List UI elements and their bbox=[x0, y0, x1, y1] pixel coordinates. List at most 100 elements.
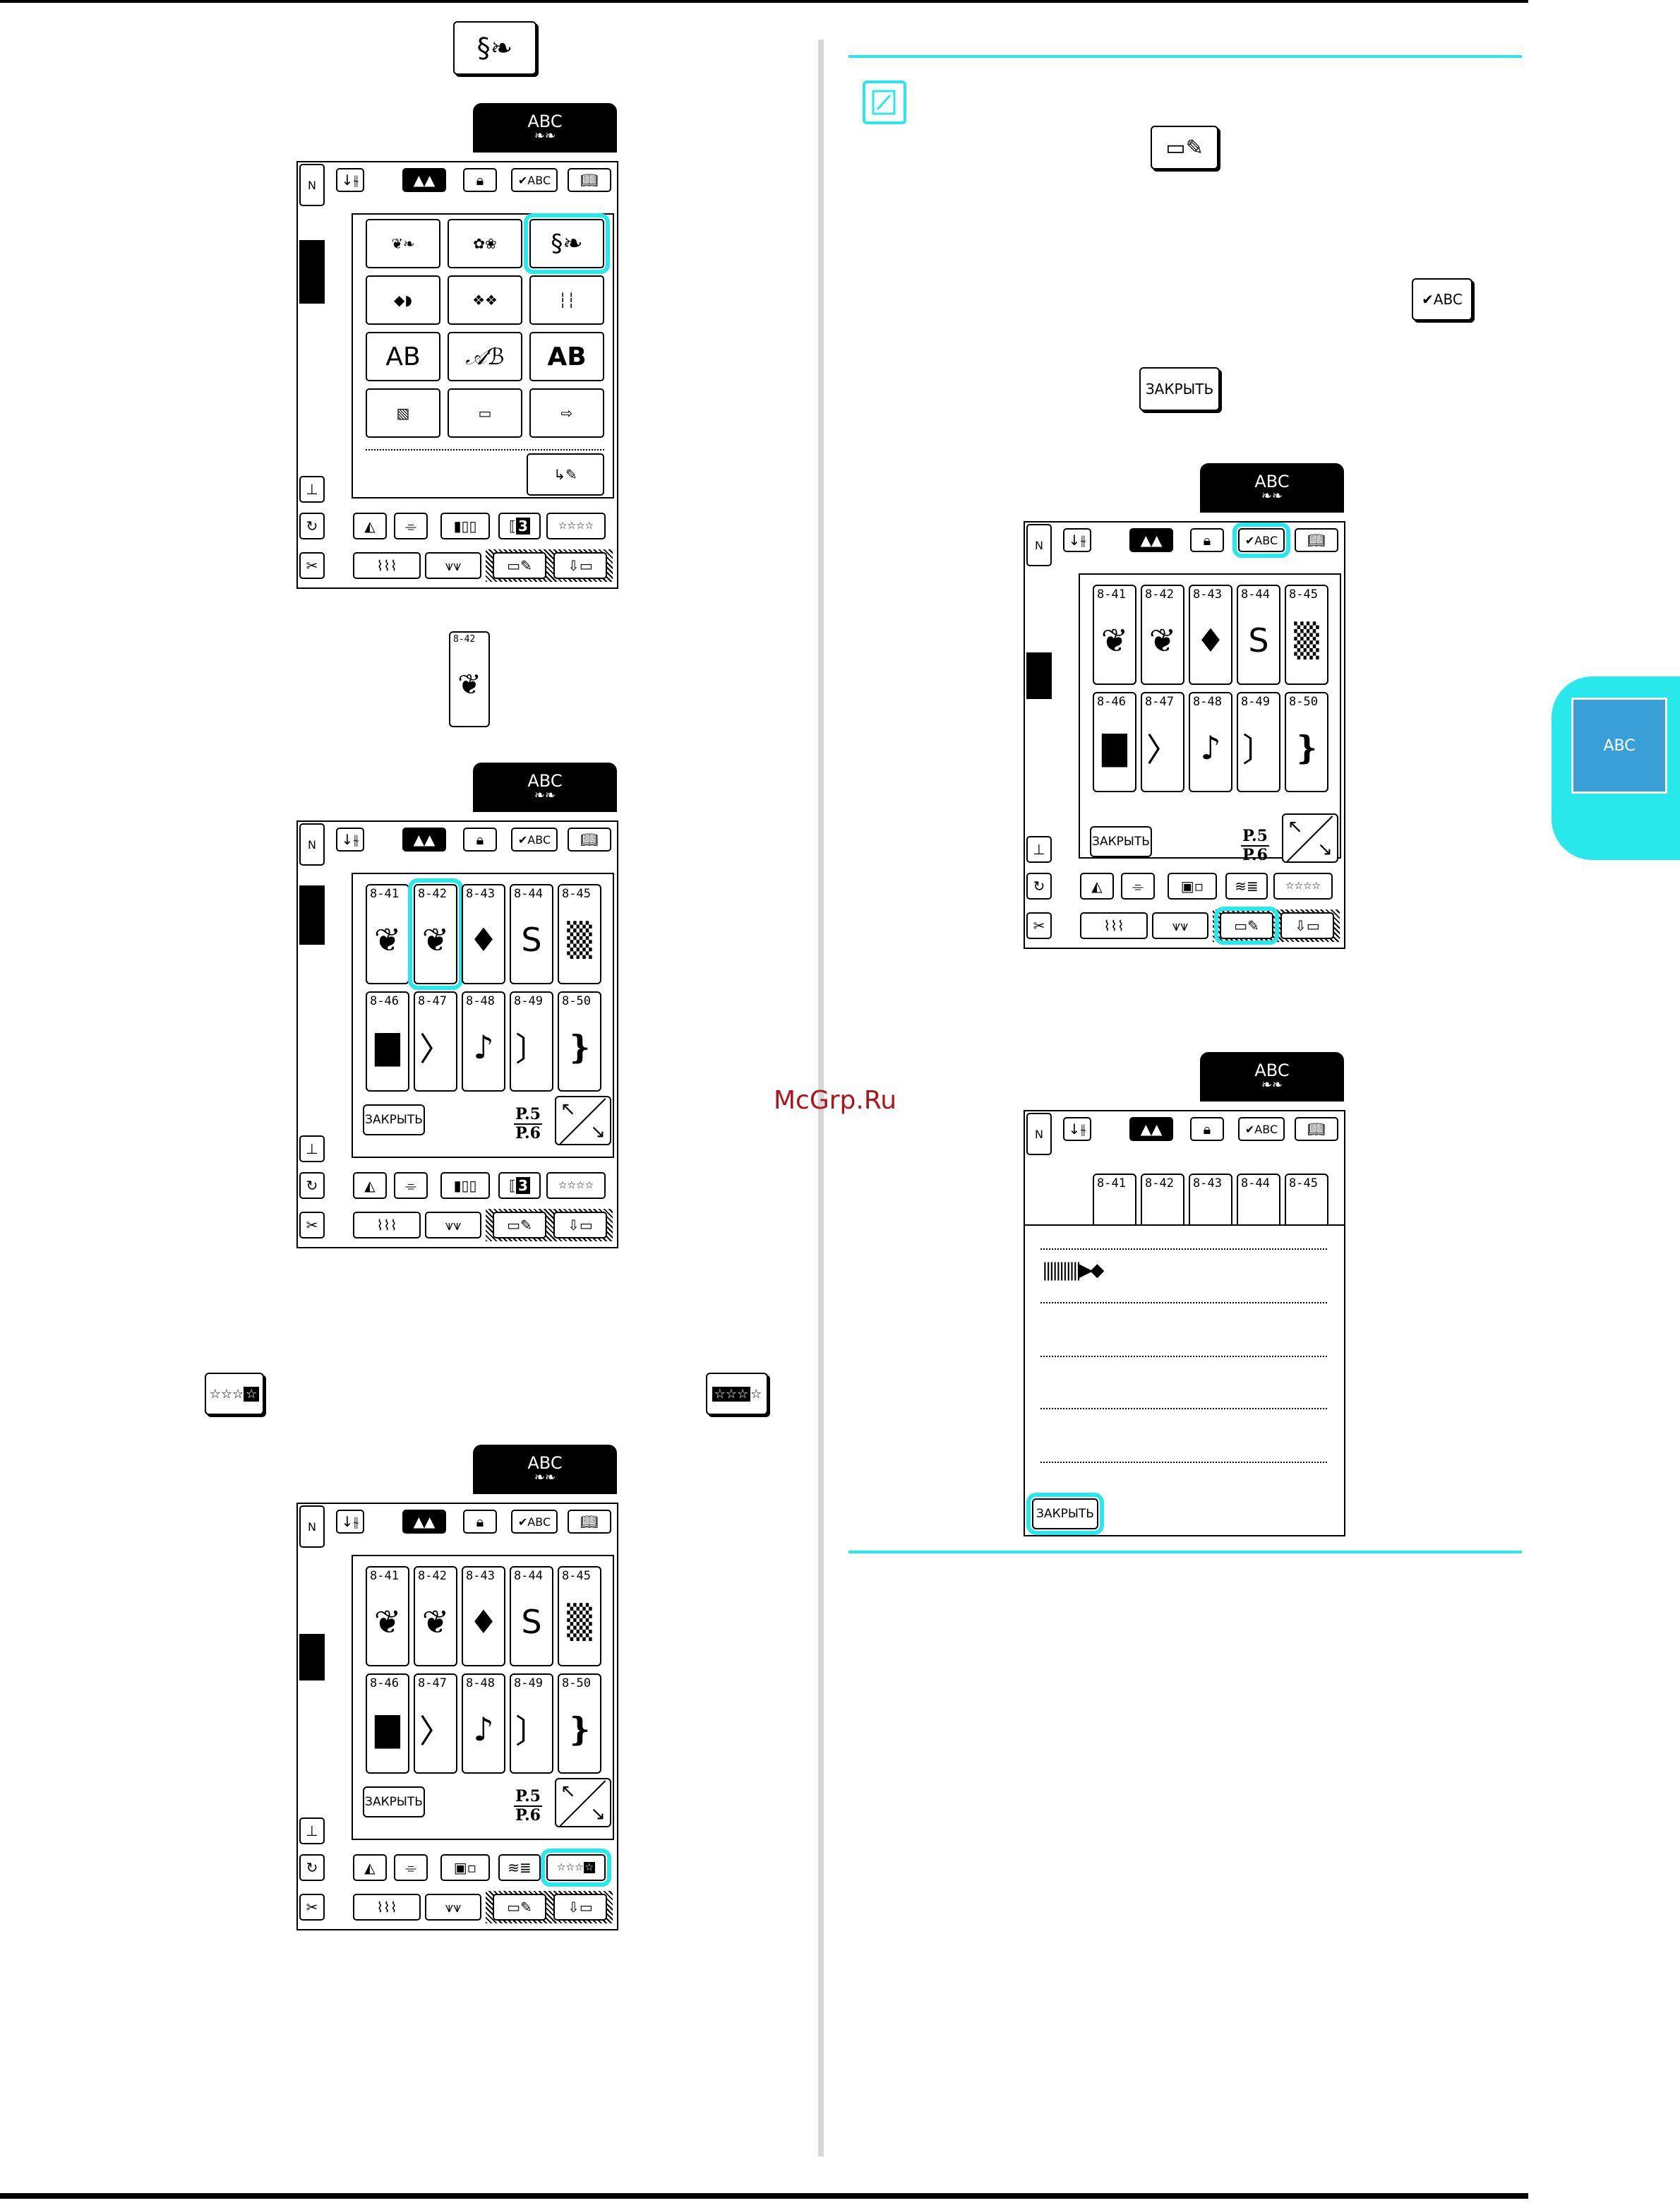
mirror-horizontal-button[interactable]: ⌯ bbox=[394, 513, 428, 539]
pattern-8-46[interactable]: 8-46▇ bbox=[366, 1673, 409, 1774]
lock-button[interactable]: 🔒︎ bbox=[1190, 528, 1224, 552]
check-abc-button[interactable]: ✔ABC bbox=[511, 1510, 558, 1534]
save-button[interactable]: ⇩▭ bbox=[553, 552, 607, 579]
category-button[interactable]: AB bbox=[529, 332, 604, 381]
save-button[interactable]: ⇩▭ bbox=[553, 1894, 607, 1921]
save-button[interactable]: ⇩▭ bbox=[553, 1212, 607, 1238]
mirror-button[interactable]: ◭ bbox=[353, 1854, 387, 1881]
scissors-button[interactable]: ✂ bbox=[1026, 912, 1052, 939]
pattern-8-42[interactable]: 8-42❦ bbox=[408, 878, 463, 990]
pattern-8-48[interactable]: 8-48♪ bbox=[462, 1673, 505, 1774]
pattern-8-45[interactable]: 8-45▒ bbox=[1285, 585, 1328, 685]
stitch-button[interactable]: ⌇⌇⌇ bbox=[353, 1894, 421, 1921]
memory-button[interactable]: ▭✎ bbox=[493, 1894, 546, 1921]
needle-button[interactable]: ↓⫳ bbox=[1063, 528, 1091, 552]
check-abc-button[interactable]: ✔ABC bbox=[511, 828, 558, 852]
category-button[interactable]: 𝒜ℬ bbox=[448, 332, 522, 381]
needle-button[interactable]: ↓⫳ bbox=[336, 168, 364, 192]
category-button[interactable]: ◆◗ bbox=[366, 275, 440, 325]
check-abc-button-selected[interactable]: ✔ABC bbox=[1232, 523, 1290, 558]
reverse-button[interactable]: ↻ bbox=[1026, 873, 1052, 900]
needle-mode-button[interactable]: ▮▯▯ bbox=[440, 513, 490, 539]
tension-button[interactable]: ⩛⩛ bbox=[425, 1212, 481, 1238]
reverse-button[interactable]: ↻ bbox=[299, 513, 325, 539]
pattern-8-41[interactable]: 8-41❦ bbox=[366, 1566, 409, 1666]
check-abc-button[interactable]: ✔ABC bbox=[1238, 1117, 1285, 1141]
pattern-8-42[interactable]: 8-42❦ bbox=[1141, 585, 1184, 685]
presser-foot-button[interactable]: N bbox=[299, 823, 325, 866]
reverse-button[interactable]: ↻ bbox=[299, 1854, 325, 1881]
pattern-8-49[interactable]: 8-49〕 bbox=[510, 1673, 553, 1774]
tension-button[interactable]: ⩛⩛ bbox=[425, 1894, 481, 1921]
needle-mode-button[interactable]: ▮▯▯ bbox=[440, 1172, 490, 1199]
presser-foot-button[interactable]: N bbox=[299, 1505, 325, 1548]
book-button[interactable]: 📖︎ bbox=[568, 1510, 611, 1534]
mode-button[interactable]: ▲▲ bbox=[402, 1510, 446, 1534]
presser-foot-lift-button[interactable]: ⊥ bbox=[1026, 836, 1052, 863]
needle-button[interactable]: ↓⫳ bbox=[336, 1510, 364, 1534]
page-arrow-button[interactable]: ↖↘ bbox=[1282, 813, 1338, 863]
reverse-button[interactable]: ↻ bbox=[299, 1172, 325, 1199]
pattern-8-50[interactable]: 8-50❵ bbox=[1285, 692, 1328, 792]
category-button[interactable]: ┆┆ bbox=[529, 275, 604, 325]
mirror-button[interactable]: ◭ bbox=[353, 1172, 387, 1199]
stitch-button[interactable]: ⌇⌇⌇ bbox=[353, 1212, 421, 1238]
presser-foot-button[interactable]: N bbox=[299, 164, 325, 206]
scissors-button[interactable]: ✂ bbox=[299, 552, 325, 579]
close-button-selected[interactable]: ЗАКРЫТЬ bbox=[1026, 1493, 1104, 1535]
lock-button[interactable]: 🔒︎ bbox=[463, 828, 497, 852]
pattern-8-48[interactable]: 8-48♪ bbox=[462, 991, 505, 1092]
scissors-button[interactable]: ✂ bbox=[299, 1212, 325, 1238]
lock-button[interactable]: 🔒︎ bbox=[463, 1510, 497, 1534]
presser-foot-lift-button[interactable]: ⊥ bbox=[299, 476, 325, 503]
check-abc-button[interactable]: ✔ABC bbox=[511, 168, 558, 192]
mirror-button[interactable]: ◭ bbox=[1080, 873, 1114, 900]
mode-button[interactable]: ▲▲ bbox=[402, 168, 446, 192]
pattern-8-46[interactable]: 8-46▇ bbox=[366, 991, 409, 1092]
lock-button[interactable]: 🔒︎ bbox=[463, 168, 497, 192]
presser-foot-lift-button[interactable]: ⊥ bbox=[299, 1817, 325, 1844]
mirror-horizontal-button[interactable]: ⌯ bbox=[394, 1854, 428, 1881]
pattern-8-45[interactable]: 8-45▒ bbox=[558, 1566, 601, 1666]
pattern-8-43[interactable]: 8-43♦ bbox=[462, 884, 505, 984]
book-button[interactable]: 📖︎ bbox=[568, 168, 611, 192]
category-button[interactable]: ▧ bbox=[366, 388, 440, 438]
needle-button[interactable]: ↓⫳ bbox=[1063, 1117, 1091, 1141]
pattern-8-49[interactable]: 8-49〕 bbox=[510, 991, 553, 1092]
book-button[interactable]: 📖︎ bbox=[1295, 528, 1338, 552]
pattern-8-41[interactable]: 8-41❦ bbox=[1093, 585, 1136, 685]
close-button[interactable]: ЗАКРЫТЬ bbox=[363, 1786, 425, 1817]
pattern-8-45[interactable]: 8-45▒ bbox=[558, 884, 601, 984]
close-button[interactable]: ЗАКРЫТЬ bbox=[363, 1104, 425, 1135]
pattern-8-43[interactable]: 8-43♦ bbox=[462, 1566, 505, 1666]
category-button[interactable]: AB bbox=[366, 332, 440, 381]
mode-button[interactable]: ▲▲ bbox=[1129, 1117, 1173, 1141]
pattern-8-47[interactable]: 8-47〉 bbox=[1141, 692, 1184, 792]
tension-button[interactable]: ⩛⩛ bbox=[425, 552, 481, 579]
pattern-8-50[interactable]: 8-50❵ bbox=[558, 991, 601, 1092]
mirror-horizontal-button[interactable]: ⌯ bbox=[394, 1172, 428, 1199]
presser-foot-button[interactable]: N bbox=[1026, 524, 1052, 566]
single-triple-button[interactable]: ☆☆☆☆ bbox=[1273, 873, 1333, 900]
pattern-8-43[interactable]: 8-43♦ bbox=[1189, 585, 1232, 685]
pattern-8-41[interactable]: 8-41❦ bbox=[366, 884, 409, 984]
presser-foot-lift-button[interactable]: ⊥ bbox=[299, 1135, 325, 1162]
memory-button[interactable]: ▭✎ bbox=[493, 552, 546, 579]
category-button[interactable]: ▭ bbox=[448, 388, 522, 438]
single-triple-button[interactable]: ☆☆☆☆ bbox=[546, 513, 606, 539]
mirror-horizontal-button[interactable]: ⌯ bbox=[1121, 873, 1155, 900]
category-button-selected[interactable]: §❧ bbox=[524, 213, 610, 274]
density-button[interactable]: ≋≣ bbox=[1225, 873, 1268, 900]
my-custom-stitch-button[interactable]: ↳✎ bbox=[527, 453, 604, 496]
category-button[interactable]: ✿❀ bbox=[448, 219, 522, 268]
book-button[interactable]: 📖︎ bbox=[568, 828, 611, 852]
pattern-8-47[interactable]: 8-47〉 bbox=[414, 1673, 457, 1774]
page-arrow-button[interactable]: ↖↘ bbox=[555, 1096, 611, 1145]
save-button[interactable]: ⇩▭ bbox=[1280, 912, 1334, 939]
single-triple-button-selected[interactable]: ☆☆☆☆ bbox=[541, 1849, 611, 1887]
needle-mode-button[interactable]: ▣▫ bbox=[440, 1854, 490, 1881]
category-button[interactable]: ❖❖ bbox=[448, 275, 522, 325]
page-arrow-button[interactable]: ↖↘ bbox=[555, 1778, 611, 1827]
